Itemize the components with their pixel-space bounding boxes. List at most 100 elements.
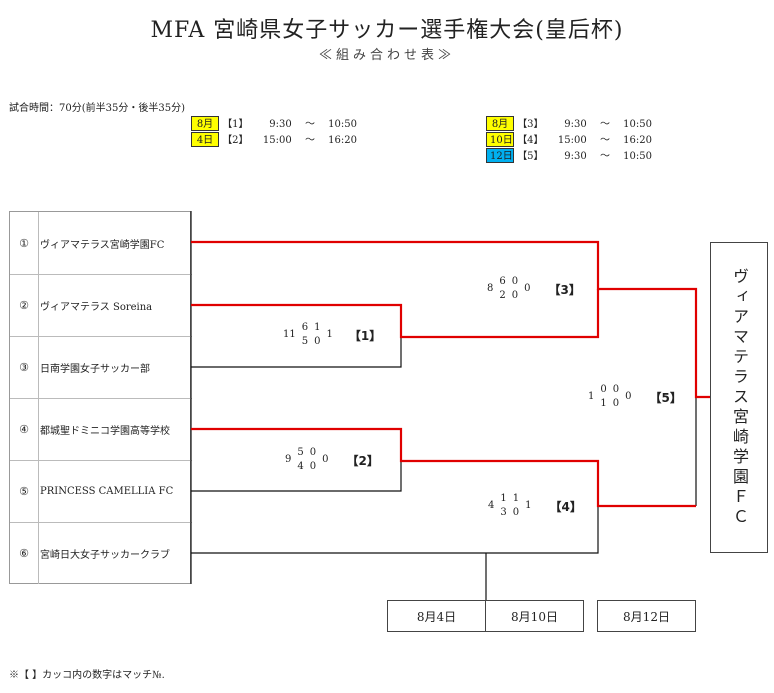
schedule-sep: ～	[304, 135, 315, 146]
schedule-end: 10:50	[328, 119, 357, 130]
team-name: ヴィアマテラス Soreina	[40, 302, 153, 313]
winner-path-team1	[191, 240, 710, 399]
score-1st-half-left: 5	[297, 447, 304, 458]
score-halves-right: 0 0	[512, 275, 518, 303]
score-1st-half-left: 6	[301, 322, 309, 333]
score-right-total: 1	[326, 329, 333, 340]
schedule-start: 9:30	[564, 151, 587, 162]
score-2nd-half-left: 4	[297, 461, 304, 472]
score-halves-left: 6 5	[302, 321, 308, 349]
score-2nd-half-right: 0	[612, 398, 620, 409]
team-number: ①	[10, 212, 39, 274]
schedule-end: 16:20	[328, 135, 357, 146]
date-badge: 12日	[486, 148, 514, 163]
score-right-total: 0	[625, 391, 632, 402]
date-box-day3: 8月12日	[597, 600, 696, 632]
match-5-score: 1 0 1 0 0 0 【5】	[588, 383, 682, 411]
team-number: ③	[10, 337, 39, 398]
team-name: 宮崎日大女子サッカークラブ	[40, 550, 170, 561]
score-right-total: 1	[525, 500, 532, 511]
score-right-total: 0	[322, 454, 329, 465]
schedule-right-row-1: 8月 【3】 9:30 ～ 10:50	[486, 116, 652, 132]
score-1st-half-right: 1	[314, 322, 321, 333]
score-left-total: 8	[487, 283, 494, 294]
team-row: ⑥ 宮崎日大女子サッカークラブ	[10, 522, 192, 584]
score-1st-half-left: 6	[499, 276, 506, 287]
match-time-note: 試合時間：70分(前半35分・後半35分)	[9, 103, 185, 114]
score-halves-left: 5 4	[297, 446, 303, 474]
match-1-score: 11 6 5 1 0 1 【1】	[283, 321, 381, 349]
score-2nd-half-right: 0	[511, 290, 519, 301]
score-left-total: 11	[283, 329, 296, 340]
schedule-start: 15:00	[262, 135, 292, 146]
score-halves-left: 6 2	[499, 275, 505, 303]
line-team5-m2	[191, 461, 402, 492]
champion-box: ヴィアマテラス宮崎学園ＦＣ	[710, 242, 768, 553]
team-name: ヴィアマテラス宮崎学園FC	[40, 239, 165, 251]
schedule-start: 9:30	[564, 119, 587, 130]
match-label: 【2】	[346, 453, 379, 468]
winner-path-team4	[191, 427, 696, 508]
score-1st-half-right: 1	[512, 493, 520, 504]
schedule-right-row-2: 10日 【4】 15:00 ～ 16:20	[486, 132, 652, 148]
schedule-left-row-1: 8月 【1】 9:30 ～ 10:50	[191, 116, 357, 132]
match-4-score: 4 1 3 1 0 1 【4】	[488, 492, 582, 520]
score-2nd-half-left: 1	[600, 398, 607, 409]
date-badge-month: 8月	[191, 116, 219, 131]
score-2nd-half-left: 3	[500, 507, 507, 518]
score-left-total: 1	[588, 391, 595, 402]
team-name: 都城聖ドミニコ学園高等学校	[40, 426, 170, 437]
schedule-sep: ～	[304, 119, 315, 130]
match-3-score: 8 6 2 0 0 0 【3】	[487, 275, 581, 303]
schedule-match: 【3】	[517, 119, 544, 130]
team-row: ④ 都城聖ドミニコ学園高等学校	[10, 398, 192, 460]
score-left-total: 4	[488, 500, 495, 511]
schedule-end: 16:20	[623, 135, 652, 146]
score-1st-half-right: 0	[309, 447, 317, 458]
page-title: MFA 宮崎県女子サッカー選手権大会(皇后杯)	[150, 18, 624, 43]
line-team3-m1	[191, 337, 402, 368]
schedule-right-row-3: 12日 【5】 9:30 ～ 10:50	[486, 148, 652, 164]
team-number: ⑤	[10, 461, 39, 522]
team-number: ④	[10, 399, 39, 460]
score-halves-left: 1 3	[500, 492, 506, 520]
score-halves-left: 0 1	[600, 383, 606, 411]
schedule-match: 【4】	[517, 135, 544, 146]
schedule-sep: ～	[599, 119, 610, 130]
match-label: 【3】	[548, 282, 581, 297]
score-left-total: 9	[285, 454, 292, 465]
match-label: 【1】	[348, 328, 382, 343]
champion-name: ヴィアマテラス宮崎学園ＦＣ	[730, 267, 749, 528]
schedule-start: 15:00	[557, 135, 587, 146]
team-row: ① ヴィアマテラス宮崎学園FC	[10, 212, 192, 274]
schedule-sep: ～	[599, 151, 610, 162]
score-halves-right: 1 0	[513, 492, 519, 520]
score-right-total: 0	[524, 283, 531, 294]
winner-path-team2	[191, 289, 600, 339]
score-2nd-half-left: 5	[301, 336, 309, 347]
date-badge-day: 4日	[191, 132, 219, 147]
page-subtitle: ≪組み合わせ表≫	[318, 48, 455, 63]
score-2nd-half-right: 0	[314, 336, 321, 347]
team-row: ③ 日南学園女子サッカー部	[10, 336, 192, 398]
date-badge: 10日	[486, 132, 514, 147]
schedule-match: 【1】	[222, 119, 249, 130]
schedule-end: 10:50	[623, 119, 652, 130]
match-2-score: 9 5 4 0 0 0 【2】	[285, 446, 379, 474]
footnote: ※【 】カッコ内の数字はマッチ№.	[9, 670, 165, 681]
score-1st-half-right: 0	[612, 384, 620, 395]
team-row: ② ヴィアマテラス Soreina	[10, 274, 192, 336]
date-badge: 8月	[486, 116, 514, 131]
schedule-sep: ～	[599, 135, 610, 146]
score-2nd-half-left: 2	[499, 290, 506, 301]
team-name: 日南学園女子サッカー部	[40, 364, 150, 375]
score-2nd-half-right: 0	[309, 461, 317, 472]
score-halves-right: 0 0	[613, 383, 619, 411]
bracket-winner-lines	[191, 240, 710, 508]
line-team6-m4	[191, 506, 599, 554]
schedule-match: 【2】	[222, 135, 249, 146]
team-number: ⑥	[10, 523, 39, 584]
team-row: ⑤ PRINCESS CAMELLIA FC	[10, 460, 192, 522]
score-1st-half-left: 0	[600, 384, 607, 395]
